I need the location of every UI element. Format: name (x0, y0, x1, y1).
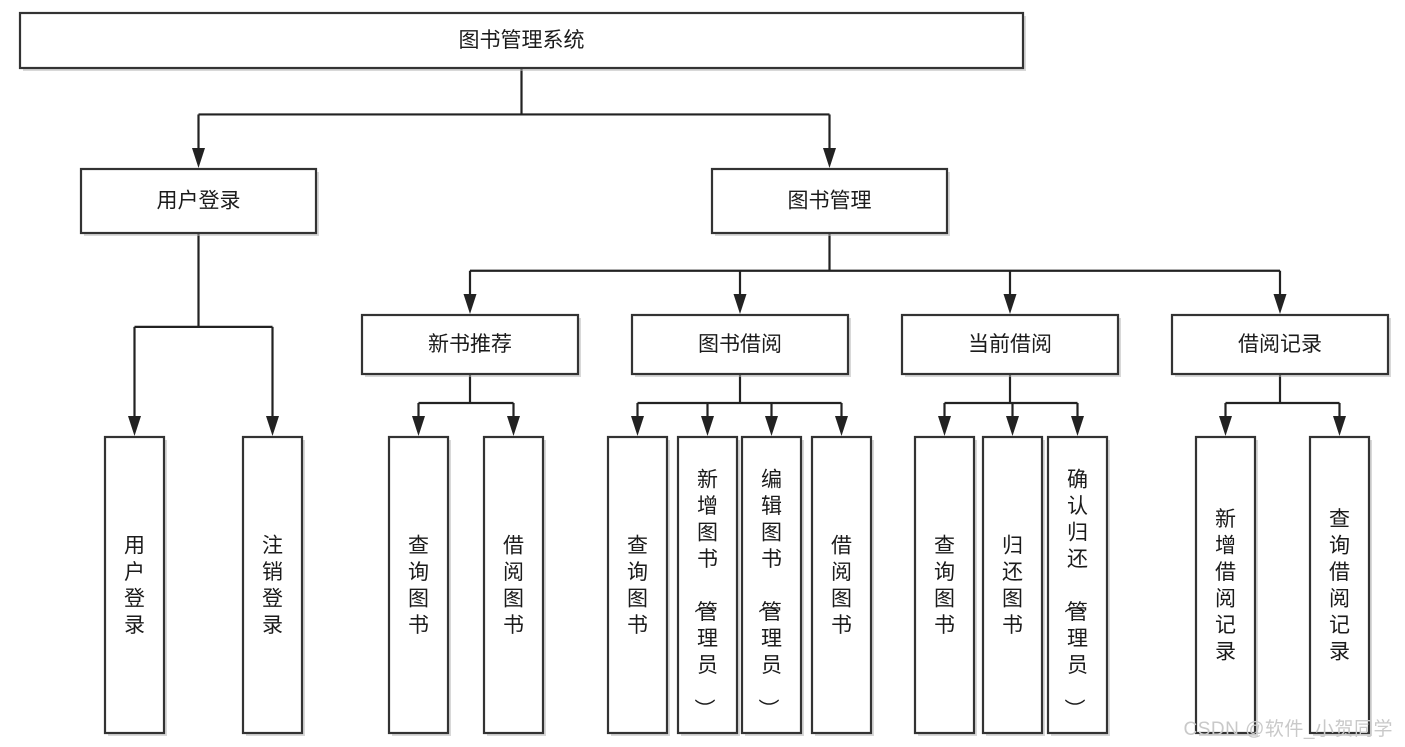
node-label: 新书推荐 (428, 333, 512, 356)
node-box[interactable] (360, 313, 580, 376)
node-l-re-query[interactable]: 查询借阅记录 (1308, 435, 1372, 736)
node-box[interactable] (482, 435, 545, 735)
connector-arrowhead (823, 148, 836, 168)
connector-arrowhead (266, 416, 279, 436)
node-label: 借阅图书 (831, 535, 852, 638)
connector-arrowhead (733, 294, 747, 314)
node-label: 注销登录 (262, 535, 283, 638)
csdn-watermark: CSDN @软件_小贺同学 (1183, 719, 1393, 740)
node-l-nb-borrow[interactable]: 借阅图书 (482, 435, 546, 736)
connector-arrowhead (1333, 416, 1346, 436)
node-box[interactable] (79, 167, 318, 235)
connector-arrowhead (938, 416, 951, 436)
node-box[interactable] (913, 435, 976, 735)
node-label: 新增借阅记录 (1215, 508, 1236, 664)
connector-arrowhead (412, 416, 425, 436)
connector-arrowhead (765, 416, 778, 436)
node-label: 归还图书 (1002, 535, 1023, 638)
node-label: 确认归还（管理员） (1062, 468, 1088, 719)
connector-arrowhead (192, 148, 205, 168)
connector-arrowhead (1006, 416, 1019, 436)
node-l-nb-query[interactable]: 查询图书 (387, 435, 451, 736)
connector-arrowhead (463, 294, 477, 314)
node-box[interactable] (740, 435, 803, 735)
node-label: 用户登录 (157, 190, 241, 213)
node-label: 查询图书 (408, 535, 429, 638)
node-box[interactable] (1170, 313, 1390, 376)
node-box[interactable] (710, 167, 949, 235)
node-n-borrow[interactable]: 图书借阅 (630, 313, 851, 377)
connector-arrowhead (631, 416, 644, 436)
node-l-userlogin[interactable]: 用户登录 (103, 435, 167, 736)
node-l-cu-return[interactable]: 归还图书 (981, 435, 1045, 736)
node-label: 查询图书 (627, 535, 648, 638)
connector-arrowhead (1219, 416, 1232, 436)
node-l-bo-borrow[interactable]: 借阅图书 (810, 435, 874, 736)
node-l-bo-query[interactable]: 查询图书 (606, 435, 670, 736)
node-box[interactable] (18, 11, 1025, 70)
node-box[interactable] (810, 435, 873, 735)
connector-arrowhead (1071, 416, 1084, 436)
connector-arrowhead (701, 416, 714, 436)
node-box[interactable] (1308, 435, 1371, 735)
node-box[interactable] (981, 435, 1044, 735)
connector-layer (128, 68, 1346, 436)
node-label: 图书管理系统 (459, 29, 585, 52)
connector-arrowhead (835, 416, 848, 436)
node-box[interactable] (676, 435, 739, 735)
node-l-bo-edit[interactable]: 编辑图书（管理员） (740, 435, 804, 736)
node-box[interactable] (900, 313, 1120, 376)
node-box[interactable] (606, 435, 669, 735)
connector-arrowhead (1003, 294, 1017, 314)
node-box[interactable] (1194, 435, 1257, 735)
connector-arrowhead (507, 416, 520, 436)
node-box[interactable] (387, 435, 450, 735)
node-box[interactable] (1046, 435, 1109, 735)
node-label: 用户登录 (124, 535, 145, 638)
connector-arrowhead (1273, 294, 1287, 314)
node-layer: 图书管理系统用户登录图书管理新书推荐图书借阅当前借阅借阅记录用户登录注销登录查询… (18, 11, 1391, 736)
node-l-cu-query[interactable]: 查询图书 (913, 435, 977, 736)
node-box[interactable] (103, 435, 166, 735)
connector-arrowhead (128, 416, 141, 436)
node-label: 图书管理 (788, 190, 872, 213)
node-label: 查询图书 (934, 535, 955, 638)
node-label: 新增图书（管理员） (692, 468, 718, 719)
node-l-logout[interactable]: 注销登录 (241, 435, 305, 736)
node-n-bookmgmt[interactable]: 图书管理 (710, 167, 950, 236)
node-label: 编辑图书（管理员） (756, 468, 782, 719)
node-label: 图书借阅 (698, 333, 782, 356)
node-n-records[interactable]: 借阅记录 (1170, 313, 1391, 377)
node-label: 当前借阅 (968, 333, 1052, 356)
node-n-current[interactable]: 当前借阅 (900, 313, 1121, 377)
node-l-re-add[interactable]: 新增借阅记录 (1194, 435, 1258, 736)
node-box[interactable] (241, 435, 304, 735)
node-label: 查询借阅记录 (1329, 508, 1350, 664)
node-n-login[interactable]: 用户登录 (79, 167, 319, 236)
node-box[interactable] (630, 313, 850, 376)
node-l-cu-conf[interactable]: 确认归还（管理员） (1046, 435, 1110, 736)
node-n-newbook[interactable]: 新书推荐 (360, 313, 581, 377)
node-root[interactable]: 图书管理系统 (18, 11, 1026, 71)
node-label: 借阅图书 (503, 535, 524, 638)
node-l-bo-add[interactable]: 新增图书（管理员） (676, 435, 740, 736)
node-label: 借阅记录 (1238, 333, 1322, 356)
